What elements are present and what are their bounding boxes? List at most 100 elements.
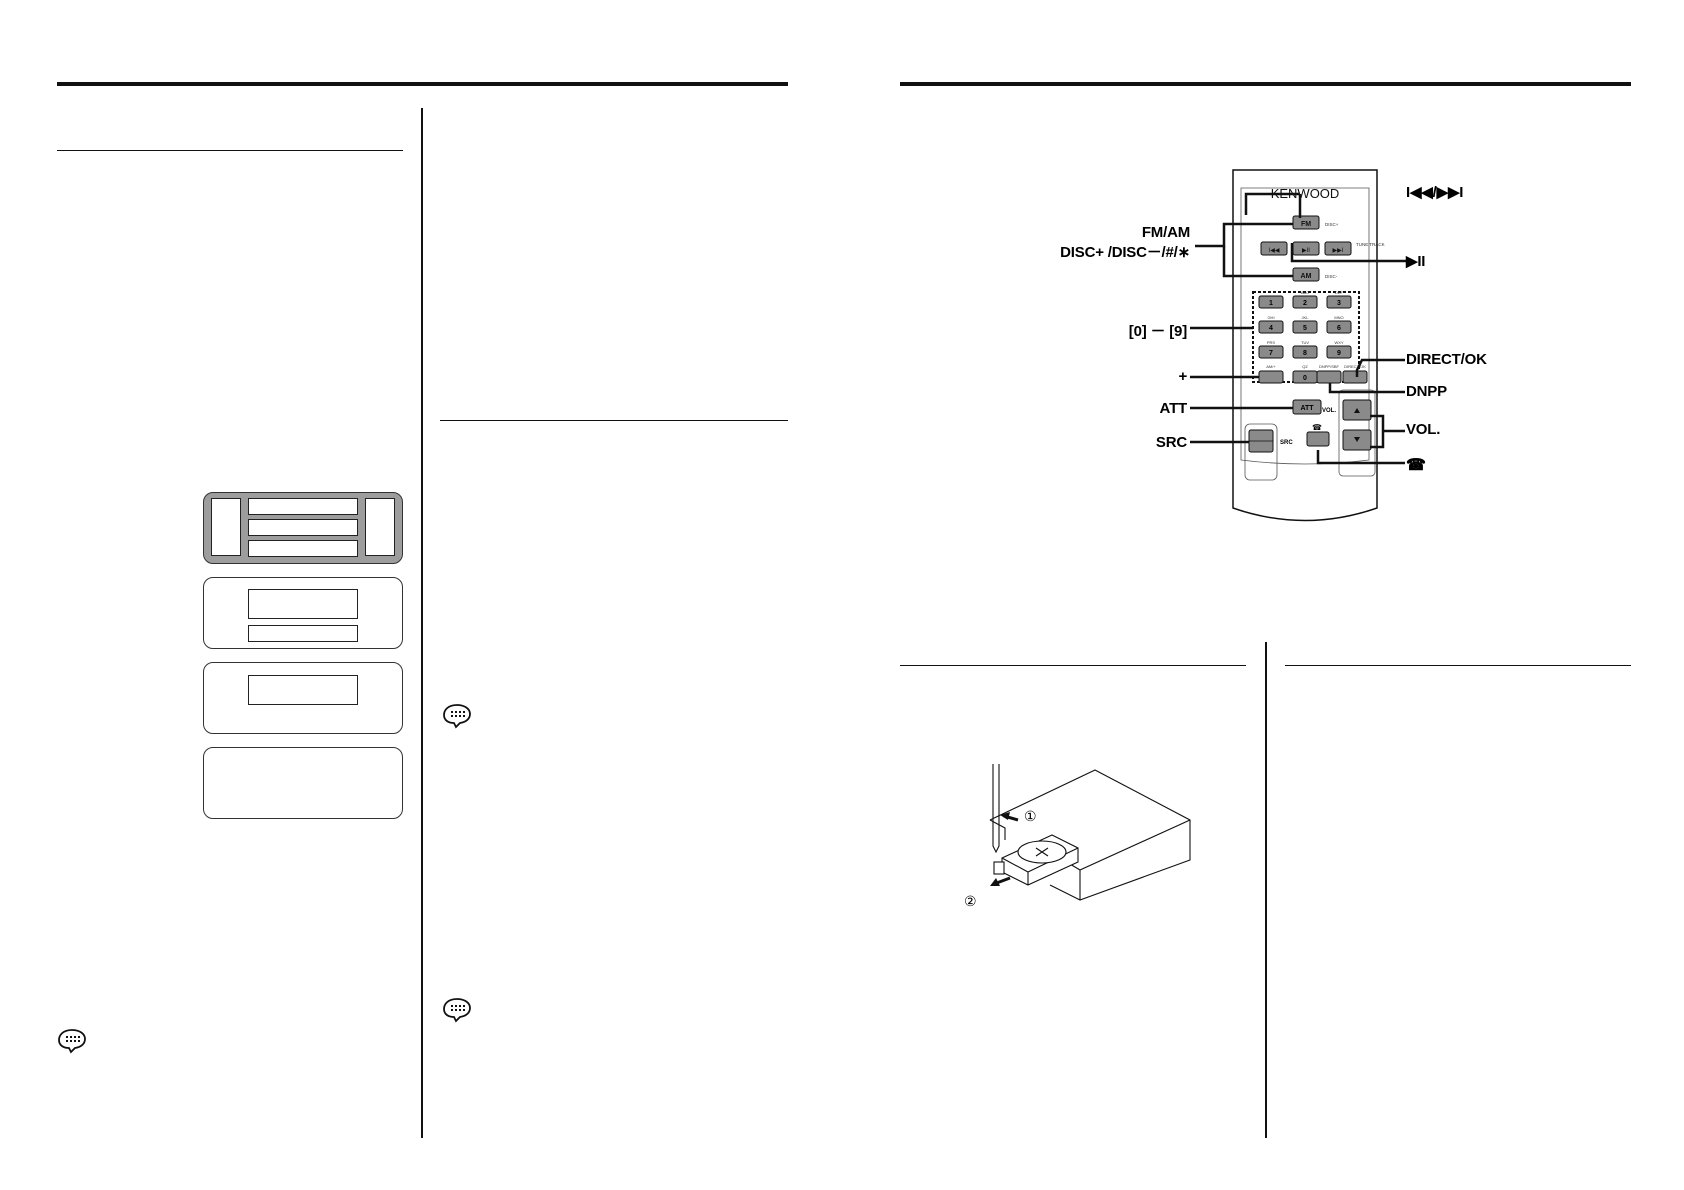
remote-digit-key-8[interactable] bbox=[1292, 345, 1318, 359]
battery-step-1: ① bbox=[1024, 808, 1037, 824]
remote-fm-key[interactable] bbox=[1292, 215, 1320, 230]
remote-digit-key-label: 3 bbox=[1337, 300, 1341, 307]
remote-next-key-label: ▶▶I bbox=[1333, 248, 1344, 254]
remote-digit-key-label: 1 bbox=[1269, 300, 1273, 307]
remote-vol-label: VOL. bbox=[1322, 408, 1336, 414]
display-illustration-2 bbox=[203, 577, 403, 649]
remote-digit-key-label: 0 bbox=[1303, 375, 1307, 382]
callout-label-vol: VOL. bbox=[1406, 421, 1441, 438]
phone-icon: ☎ bbox=[1312, 423, 1322, 432]
left-col2-section-rule bbox=[440, 420, 788, 421]
callout-label-disc: DISC+ /DISC－/#/∗ bbox=[1060, 244, 1190, 261]
remote-brand-label: KENWOOD bbox=[1271, 186, 1340, 201]
remote-digit-key-label: 7 bbox=[1269, 350, 1273, 357]
callout-label-src: SRC bbox=[1155, 434, 1187, 451]
left-page-top-rule bbox=[57, 82, 788, 86]
remote-qz-label: QZ bbox=[1302, 364, 1308, 369]
callout-line-phone bbox=[1316, 450, 1405, 465]
callout-label-skip: I◀◀/▶▶I bbox=[1406, 184, 1464, 201]
battery-release-tool bbox=[992, 764, 1000, 854]
note-icon bbox=[443, 704, 471, 729]
remote-control-illustration: KENWOOD FM DISC+ AM DISC- I◀◀ ▶II ▶▶I TU… bbox=[1232, 169, 1385, 522]
right-page-column-divider bbox=[1265, 642, 1267, 1138]
callout-label-fm-am: FM/AM bbox=[1141, 224, 1190, 241]
remote-src-label: SRC bbox=[1280, 440, 1293, 446]
remote-prev-key[interactable] bbox=[1260, 241, 1288, 256]
remote-next-key[interactable] bbox=[1324, 241, 1352, 256]
remote-digit-key-6[interactable] bbox=[1326, 320, 1352, 334]
remote-digit-key-3[interactable] bbox=[1326, 295, 1352, 309]
battery-step-2: ② bbox=[964, 893, 977, 909]
remote-am-key-label: AM bbox=[1301, 273, 1312, 280]
remote-direct-ok-key[interactable] bbox=[1342, 370, 1368, 384]
display-illustration-4 bbox=[203, 747, 403, 819]
remote-direct-ok-small-label: DIRECT/OK bbox=[1344, 364, 1366, 369]
callout-label-phone: ☎ bbox=[1406, 457, 1426, 474]
remote-mno-label: MNO bbox=[1334, 315, 1343, 320]
battery-tray-tab bbox=[993, 861, 1005, 875]
remote-jkl-label: JKL bbox=[1302, 315, 1310, 320]
callout-line-skip-left bbox=[1244, 192, 1300, 215]
note-icon bbox=[443, 998, 471, 1023]
arrow-down-left-icon bbox=[990, 878, 1000, 886]
remote-am-plus-label: AM/+ bbox=[1266, 364, 1276, 369]
display-1-line-2 bbox=[248, 519, 358, 536]
remote-am-key[interactable] bbox=[1292, 267, 1320, 282]
callout-label-direct-ok: DIRECT/OK bbox=[1406, 351, 1487, 368]
remote-prev-key-label: I◀◀ bbox=[1269, 248, 1280, 254]
right-page-top-rule bbox=[900, 82, 1631, 86]
remote-digit-key-label: 4 bbox=[1269, 325, 1273, 332]
left-col1-section-rule bbox=[57, 150, 403, 151]
remote-disc-minus-label: DISC- bbox=[1325, 274, 1338, 279]
remote-disc-plus-label: DISC+ bbox=[1325, 222, 1339, 227]
display-1-line-1 bbox=[248, 498, 358, 515]
remote-att-key-label: ATT bbox=[1300, 405, 1314, 412]
callout-line-fm bbox=[1195, 222, 1293, 248]
callout-line-vol bbox=[1370, 414, 1385, 449]
note-icon bbox=[58, 1029, 86, 1054]
arrow-left-icon bbox=[1000, 812, 1010, 820]
callout-line-dnpp bbox=[1328, 383, 1405, 394]
remote-prs-label: PRS bbox=[1267, 340, 1276, 345]
remote-digit-group-outline bbox=[1252, 291, 1360, 383]
remote-vol-panel bbox=[1338, 389, 1376, 477]
remote-digit-key-2[interactable] bbox=[1292, 295, 1318, 309]
left-page-column-divider bbox=[421, 108, 423, 1138]
display-2-main-line bbox=[248, 589, 358, 619]
battery-remote-body bbox=[989, 769, 1191, 901]
remote-digit-key-label: 6 bbox=[1337, 325, 1341, 332]
remote-digit-key-9[interactable] bbox=[1326, 345, 1352, 359]
callout-line-play-pause bbox=[1290, 243, 1406, 263]
remote-digit-key-4[interactable] bbox=[1258, 320, 1284, 334]
display-1-line-3 bbox=[248, 540, 358, 557]
remote-def-label: DEF bbox=[1335, 290, 1344, 295]
battery-remote-corner bbox=[989, 819, 1006, 840]
callout-label-dnpp: DNPP bbox=[1406, 383, 1447, 400]
battery-plus-mark bbox=[1035, 847, 1049, 857]
remote-digit-key-label: 2 bbox=[1303, 300, 1307, 307]
vol-up-icon bbox=[1354, 408, 1360, 413]
battery-replacement-illustration: ① ② bbox=[964, 764, 1191, 909]
remote-tune-track-label: TUNE TRACK bbox=[1356, 242, 1385, 247]
display-1-right-block bbox=[365, 498, 395, 556]
right-col1-section-rule bbox=[900, 665, 1246, 666]
remote-digit-key-7[interactable] bbox=[1258, 345, 1284, 359]
remote-tuv-label: TUV bbox=[1301, 340, 1309, 345]
remote-digit-key-1[interactable] bbox=[1258, 295, 1284, 309]
remote-wxy-label: WXY bbox=[1334, 340, 1343, 345]
vol-down-icon bbox=[1354, 437, 1360, 442]
remote-ghi-label: GHI bbox=[1267, 315, 1274, 320]
display-3-main-line bbox=[248, 675, 358, 705]
right-col2-section-rule bbox=[1285, 665, 1631, 666]
callout-label-play-pause: ▶II bbox=[1406, 253, 1426, 270]
remote-src-panel bbox=[1244, 423, 1278, 481]
remote-digit-key-5[interactable] bbox=[1292, 320, 1318, 334]
remote-abc-label: ABC bbox=[1301, 290, 1309, 295]
display-illustration-3 bbox=[203, 662, 403, 734]
remote-dnpp-sbf-label: DNPP/SBF bbox=[1319, 364, 1340, 369]
callout-label-plus: + bbox=[1178, 368, 1187, 385]
callout-line-am bbox=[1222, 246, 1293, 278]
battery-remote-edge bbox=[1079, 819, 1191, 900]
remote-digit-key-label: 5 bbox=[1303, 325, 1307, 332]
remote-phone-key[interactable] bbox=[1306, 431, 1330, 447]
